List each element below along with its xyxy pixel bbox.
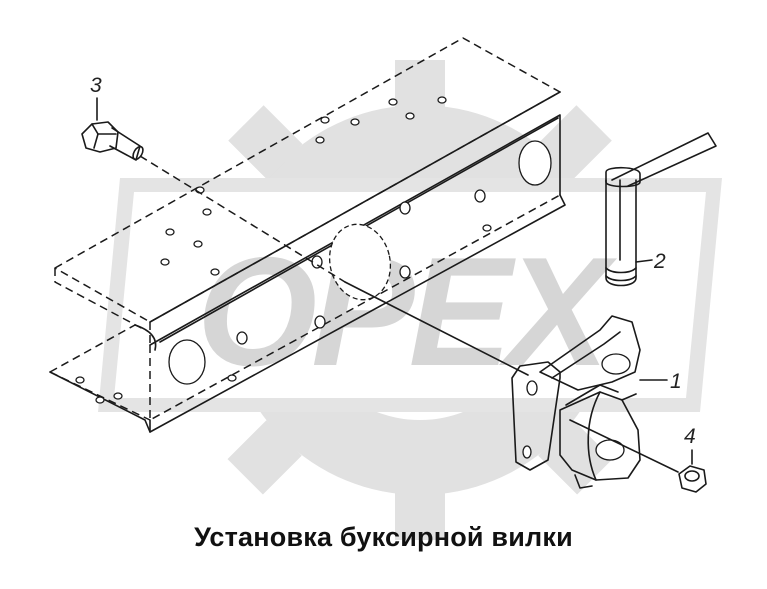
callout-4-label: 4 — [684, 425, 696, 448]
callout-2: 2 — [635, 250, 666, 273]
callout-3: 3 — [90, 74, 102, 121]
bolt-part — [81, 121, 529, 376]
callout-2-label: 2 — [653, 250, 666, 273]
watermark-text: OPEX — [197, 225, 618, 398]
watermark: OPEX — [98, 60, 722, 540]
towing-fork-part — [511, 315, 679, 489]
flange-holes — [75, 96, 492, 404]
callout-1-label: 1 — [670, 370, 682, 393]
nut-part — [678, 465, 707, 493]
callout-4: 4 — [684, 425, 696, 465]
frame-cross-member — [49, 37, 566, 433]
callout-1: 1 — [639, 370, 682, 393]
figure-caption: Установка буксирной вилки — [194, 522, 573, 552]
callout-3-label: 3 — [90, 74, 102, 97]
pin-part — [605, 132, 717, 287]
